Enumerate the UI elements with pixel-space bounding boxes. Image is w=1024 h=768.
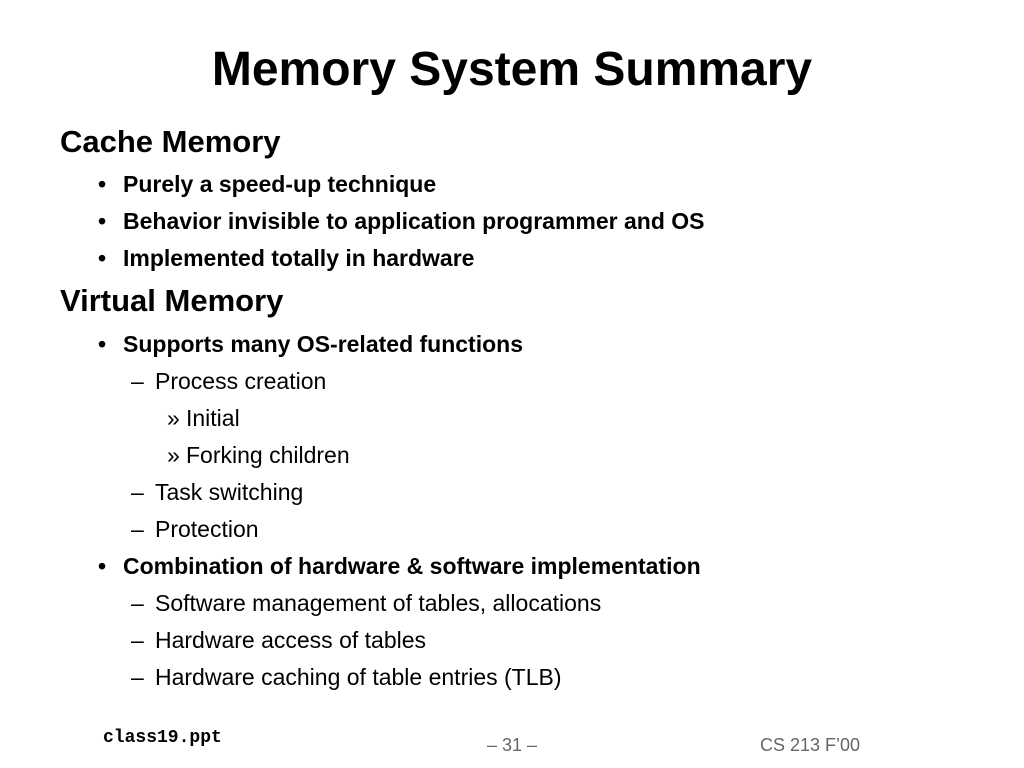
- section-heading-cache-memory: Cache Memory: [60, 124, 281, 159]
- dash-marker: –: [131, 627, 144, 653]
- chevron-marker: »: [167, 405, 180, 431]
- bullet-item: • Supports many OS-related functions: [98, 330, 523, 358]
- bullet-marker: •: [98, 171, 107, 197]
- sub-sub-bullet-item: »Initial: [167, 404, 240, 432]
- section-heading-virtual-memory: Virtual Memory: [60, 283, 284, 318]
- dash-marker: –: [131, 368, 144, 394]
- sub-bullet-text: Task switching: [155, 479, 304, 505]
- dash-marker: –: [131, 590, 144, 616]
- dash-marker: –: [131, 664, 144, 690]
- slide-title: Memory System Summary: [211, 43, 813, 96]
- sub-bullet-item: –Task switching: [131, 478, 303, 506]
- footer-course-label: CS 213 F’00: [760, 735, 861, 755]
- sub-bullet-item: –Process creation: [131, 367, 326, 395]
- bullet-marker: •: [98, 553, 107, 579]
- bullet-text: Implemented totally in hardware: [123, 245, 475, 271]
- bullet-text: Purely a speed-up technique: [123, 171, 437, 197]
- bullet-marker: •: [98, 208, 107, 234]
- footer-page-number: – 31 –: [486, 735, 538, 755]
- bullet-text: Supports many OS-related functions: [123, 331, 523, 357]
- sub-bullet-item: –Protection: [131, 515, 259, 543]
- chevron-marker: »: [167, 442, 180, 468]
- sub-bullet-text: Software management of tables, allocatio…: [155, 590, 602, 616]
- bullet-item: • Purely a speed-up technique: [98, 170, 436, 198]
- dash-marker: –: [131, 516, 144, 542]
- sub-sub-bullet-text: Forking children: [186, 442, 350, 468]
- sub-bullet-text: Protection: [155, 516, 259, 542]
- bullet-text: Behavior invisible to application progra…: [123, 208, 705, 234]
- bullet-text: Combination of hardware & software imple…: [123, 553, 701, 579]
- sub-bullet-item: –Hardware access of tables: [131, 626, 426, 654]
- bullet-marker: •: [98, 331, 107, 357]
- bullet-item: • Behavior invisible to application progr…: [98, 207, 705, 235]
- dash-marker: –: [131, 479, 144, 505]
- sub-bullet-text: Process creation: [155, 368, 327, 394]
- sub-bullet-item: –Software management of tables, allocati…: [131, 589, 601, 617]
- bullet-item: • Combination of hardware & software impl…: [98, 552, 701, 580]
- sub-bullet-text: Hardware caching of table entries (TLB): [155, 664, 562, 690]
- footer-filename: class19.ppt: [103, 728, 222, 748]
- bullet-item: • Implemented totally in hardware: [98, 244, 474, 272]
- sub-sub-bullet-item: »Forking children: [167, 441, 350, 469]
- sub-bullet-text: Hardware access of tables: [155, 627, 427, 653]
- sub-bullet-item: –Hardware caching of table entries (TLB): [131, 663, 562, 691]
- bullet-marker: •: [98, 245, 107, 271]
- sub-sub-bullet-text: Initial: [186, 405, 240, 431]
